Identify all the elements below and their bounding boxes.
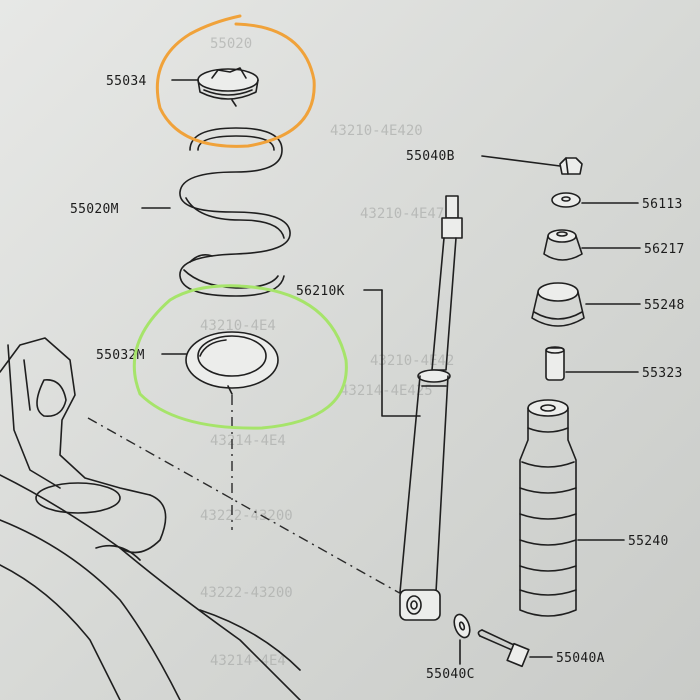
washer-part: [551, 192, 581, 208]
cap-part: [531, 282, 585, 327]
label-55040A: 55040A: [556, 651, 605, 666]
label-55040C: 55040C: [426, 667, 475, 682]
ghost-text-3: 43210-4E470: [360, 206, 453, 222]
ghost-text-10: 43214-4E4: [210, 653, 286, 669]
bolt-part: [477, 629, 530, 668]
label-55034: 55034: [106, 74, 147, 89]
lower-washer-part: [453, 613, 471, 639]
ghost-text-6: 43214-4E425: [340, 383, 433, 399]
top-nut-part: [559, 157, 583, 175]
ghost-text-layer: 55020 43210-4E420 43210-4E470 43210-4E4 …: [200, 36, 454, 669]
ghost-text-7: 43214-4E4: [210, 433, 286, 449]
bracket-56210K: [381, 289, 421, 417]
bushing-upper-part: [543, 229, 583, 261]
label-56217: 56217: [644, 242, 685, 257]
spacer-part: [545, 346, 565, 381]
lower-seat-part: [185, 331, 279, 395]
coil-spring-part: [179, 127, 291, 297]
shock-absorber-part: [399, 195, 463, 621]
label-55032M: 55032M: [96, 348, 145, 363]
label-56113: 56113: [642, 197, 683, 212]
label-55248: 55248: [644, 298, 685, 313]
vehicle-body-outline: [0, 337, 301, 700]
label-55323: 55323: [642, 366, 683, 381]
label-55240: 55240: [628, 534, 669, 549]
label-55020M: 55020M: [70, 202, 119, 217]
label-56210K: 56210K: [296, 284, 345, 299]
ghost-text-2: 43210-4E420: [330, 123, 423, 139]
top-seat-part: [197, 67, 259, 107]
ghost-text-9: 43222-43200: [200, 585, 293, 601]
ghost-text-1: 55020: [210, 36, 252, 52]
ghost-text-4: 43210-4E4: [200, 318, 276, 334]
orange-highlight-circle: [155, 14, 316, 148]
leader-55040B: [481, 155, 561, 167]
bump-stop-part: [519, 399, 577, 617]
label-55040B: 55040B: [406, 149, 455, 164]
ghost-text-8: 43222-43200: [200, 508, 293, 524]
center-lines: [87, 395, 413, 601]
green-highlight-circle: [132, 284, 348, 430]
